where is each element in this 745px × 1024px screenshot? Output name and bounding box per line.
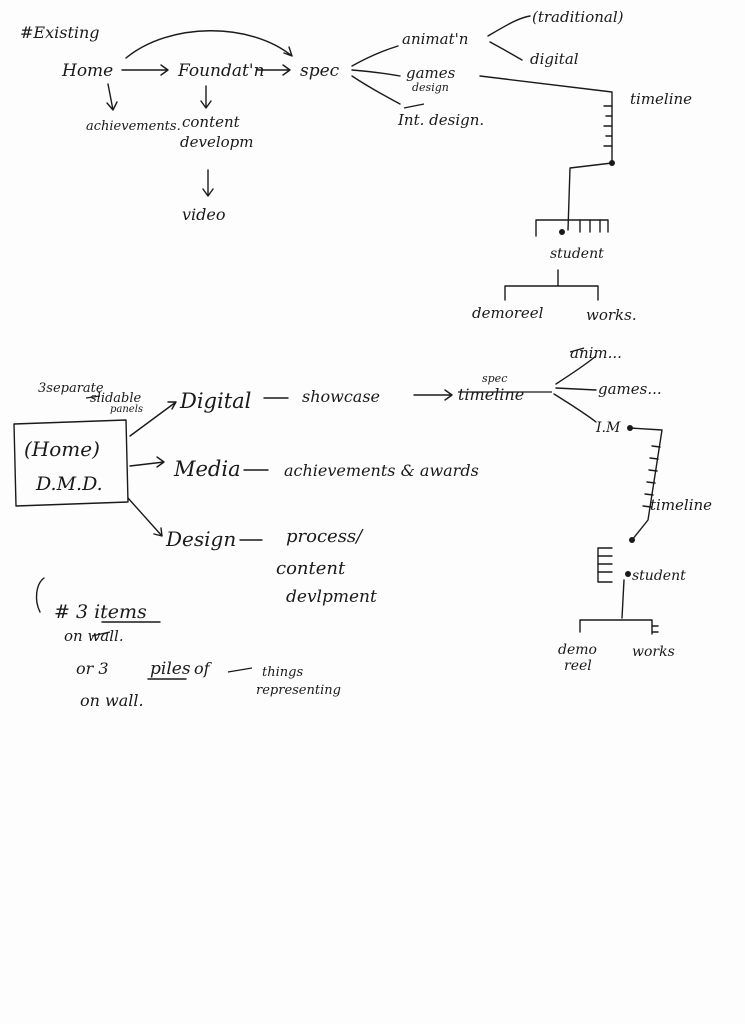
strike-note2 [91, 631, 111, 637]
node-digital: Digital [179, 389, 251, 413]
node-process-2: content [276, 558, 346, 579]
node-achievements-awards: achievements & awards [284, 461, 479, 480]
node-digital: digital [530, 50, 579, 68]
node-process-3: devlpment [286, 587, 377, 607]
node-works: works. [586, 306, 637, 324]
strike-rep [227, 667, 253, 673]
node-student2: student [632, 568, 686, 584]
node-reel: reel [564, 658, 592, 674]
arrow-foundation-content [200, 85, 212, 109]
node-works2: works [632, 644, 675, 660]
timeline-ticks [603, 105, 613, 147]
arrow-home-spec-curve [125, 30, 293, 59]
arrow-home-achievements [106, 83, 118, 111]
student-split [504, 269, 599, 301]
node-showcase: showcase [302, 387, 380, 406]
strike-slidable [85, 395, 101, 399]
line-spec-games [351, 69, 401, 77]
student-panel-bracket [535, 219, 609, 237]
home-box-line2: D.M.D. [35, 473, 103, 495]
node-im: I.M [595, 420, 621, 436]
node-design: Design [165, 527, 236, 551]
line-games-timeline [479, 75, 613, 163]
node-student: student [550, 246, 604, 262]
arrow-home-foundation [121, 64, 169, 76]
works2-bracket [651, 625, 659, 633]
line-spec-animation [351, 45, 399, 67]
line-spec-im [553, 393, 597, 423]
note-line3-piles: piles [150, 659, 191, 679]
student-marker [559, 229, 565, 235]
node-content-2: developm [180, 133, 253, 151]
node-spec2: spec [482, 372, 507, 385]
student2-panel-bracket [597, 547, 613, 583]
note-line5: on wall. [80, 691, 144, 710]
note-line3-of: of [194, 659, 213, 678]
node-timeline2: timeline [650, 496, 712, 514]
note-line3-a: or 3 [76, 659, 109, 678]
arrow-content-video [202, 169, 214, 197]
arrow-home-digital [129, 401, 177, 437]
note-line3-things: things [262, 665, 303, 680]
arrow-home-design [127, 497, 163, 537]
node-content-1: content [182, 113, 241, 131]
home-box-line1: (Home) [24, 437, 100, 461]
arrow-foundation-spec [257, 64, 291, 76]
arrow-showcase-spec [413, 389, 453, 401]
strike-intdesign [403, 103, 425, 109]
node-home: Home [61, 61, 113, 81]
node-anim: anim... [570, 344, 622, 362]
note-panels: panels [110, 404, 143, 415]
line-spec-intdesign [351, 75, 401, 105]
note-bracket [35, 577, 45, 613]
note-slidable: slidable [90, 391, 142, 406]
node-int-design: Int. design. [397, 111, 484, 129]
strike-anim [569, 347, 585, 353]
timeline2-marker [629, 537, 635, 543]
note-line4: representing [256, 683, 341, 698]
note-separate: 3separate [38, 381, 104, 396]
node-games-1: games [406, 64, 456, 82]
timeline2-ticks [642, 445, 661, 508]
node-demo: demo [558, 642, 597, 658]
line-im-timeline [629, 427, 663, 541]
node-video: video [182, 205, 226, 224]
line-spec-games [555, 387, 597, 391]
existing-heading: #Existing [20, 23, 100, 42]
node-games-2: design [412, 81, 449, 94]
note-line1: # 3 items [54, 601, 147, 623]
arrow-home-media [129, 456, 165, 468]
node-games: games... [598, 380, 662, 398]
node-traditional: (traditional) [532, 8, 624, 26]
node-achievements: achievements. [86, 119, 181, 134]
node-timeline-struck: timeline [458, 385, 524, 404]
student2-split [579, 579, 653, 635]
home-box [13, 419, 129, 507]
line-spec-anim [555, 355, 597, 385]
node-timeline: timeline [630, 90, 692, 108]
node-spec: spec [300, 61, 340, 81]
line-animation-digital [489, 41, 523, 61]
node-animation: animat'n [402, 30, 468, 48]
line-animation-traditional [487, 15, 531, 37]
node-media: Media [173, 457, 241, 481]
line-timeline-student [567, 162, 613, 231]
node-demoreel: demoreel [472, 304, 544, 322]
node-process-1: process/ [286, 526, 364, 547]
student2-marker [625, 571, 631, 577]
node-foundation: Foundat'n [177, 61, 264, 81]
